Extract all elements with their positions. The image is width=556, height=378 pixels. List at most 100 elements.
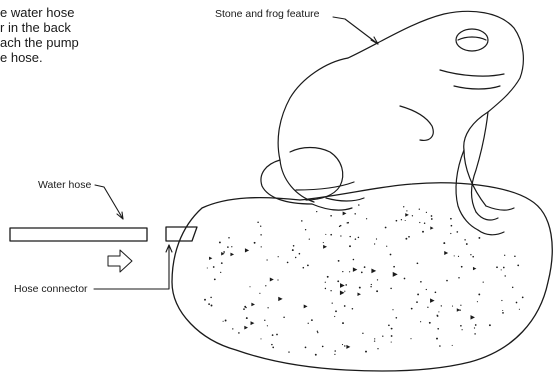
stone-speck-dot [265, 285, 266, 286]
stone-speck-dot [517, 265, 519, 267]
stone-speck-dot [427, 307, 428, 308]
stone-speck-dot [388, 324, 390, 326]
stone-speck-dot [504, 255, 505, 256]
stone-speck-dot [501, 300, 502, 301]
stone-speck-dot [478, 237, 480, 239]
stone-speck-dot [392, 309, 393, 310]
stone-speck-triangle [340, 291, 345, 296]
stone-speck-dot [249, 286, 250, 287]
stone-speck-dot [366, 218, 367, 219]
stone-speck-dot [456, 231, 458, 233]
stone-speck-dot [353, 259, 355, 261]
stone-speck-dot [272, 334, 274, 336]
stone-speck-dot [283, 316, 285, 318]
stone-speck-dot [376, 238, 377, 239]
stone-speck-triangle [346, 345, 350, 349]
stone-speck-dot [452, 345, 453, 346]
stone-speck-triangle [343, 212, 347, 216]
stone-speck-dot [232, 328, 233, 329]
stone-speck-dot [223, 251, 225, 253]
stone-speck-dot [385, 227, 387, 229]
stone-speck-dot [374, 338, 375, 339]
stone-speck-dot [446, 280, 448, 282]
stone-speck-dot [460, 305, 461, 306]
stone-speck-dot [362, 333, 363, 334]
stone-speck-dot [431, 218, 433, 220]
stone-speck-dot [420, 321, 421, 322]
stone-speck-dot [315, 354, 317, 356]
stone-speck-dot [451, 225, 453, 227]
stone-speck-dot [261, 246, 262, 247]
stone-speck-triangle [430, 226, 433, 229]
stone-speck-dot [411, 308, 413, 310]
stone-speck-dot [464, 239, 465, 240]
stone-speck-dot [460, 325, 462, 327]
stone-speck-dot [437, 315, 438, 316]
stone-speck-dot [340, 235, 341, 236]
stone-speck-dot [267, 325, 268, 326]
stone-speck-dot [332, 302, 333, 303]
stone-speck-dot [419, 222, 420, 223]
stone-speck-dot [342, 344, 343, 345]
stone-speck-dot [401, 219, 402, 220]
stone-speck-dot [204, 299, 206, 301]
stone-speck-dot [391, 328, 393, 330]
stone-outline [172, 183, 552, 371]
stone-speck-triangle [340, 283, 345, 288]
stone-speck-dot [359, 287, 361, 289]
stone-speck-dot [458, 277, 460, 279]
stone-speck-dot [475, 324, 477, 326]
stone-speck-dot [238, 332, 240, 334]
stone-speck-dot [435, 291, 437, 293]
stone-speck-dot [322, 346, 324, 348]
leader-hose-connector [94, 245, 172, 289]
stone-speck-dot [344, 305, 346, 307]
stone-speck-triangle [430, 298, 435, 303]
stone-speck-triangle [357, 292, 360, 295]
stone-speck-dot [496, 266, 498, 268]
stone-speck-dot [349, 245, 351, 247]
stone-speck-dot [412, 215, 413, 216]
stone-speck-dot [272, 347, 274, 349]
stone-speck-dot [295, 257, 296, 258]
stone-speck-triangle [323, 245, 327, 249]
stone-speck-dot [317, 332, 318, 333]
stone-speck-triangle [245, 248, 249, 252]
stone-speck-dot [354, 213, 355, 214]
stone-speck-dot [522, 297, 524, 299]
stone-speck-dot [220, 272, 221, 273]
stone-speck-dot [245, 307, 246, 308]
stone-speck-dot [330, 234, 332, 236]
stone-speck-dot [303, 267, 305, 269]
stone-speck-dot [422, 231, 424, 233]
stone-speck-dot [417, 262, 419, 264]
stone-speck-dot [352, 308, 354, 310]
stone-speck-dot [474, 333, 476, 335]
stone-speck-dot [443, 242, 445, 244]
stone-speck-dot [259, 293, 260, 294]
stone-speck-dot [344, 345, 345, 346]
stone-speck-dot [287, 262, 289, 264]
water-hose [10, 228, 147, 241]
stone-speck-dot [210, 297, 212, 299]
stone-speck-dot [257, 222, 259, 224]
stone-speck-dot [419, 209, 420, 210]
stone-speck-dot [335, 310, 337, 312]
stone-speck-triangle [371, 269, 376, 274]
stone-speck-dot [305, 347, 307, 349]
frog-figure [261, 11, 523, 234]
stone-speck-dot [431, 215, 433, 217]
stone-speck-dot [276, 334, 278, 336]
stone-speck-dot [450, 233, 451, 234]
stone-speck-dot [370, 286, 371, 287]
stone-speck-dot [426, 212, 427, 213]
stone-speck-dot [426, 289, 427, 290]
stone-speck-dot [208, 303, 210, 305]
stone-speck-dot [305, 229, 306, 230]
stone-speck-dot [405, 238, 407, 240]
stone-speck-dot [260, 226, 261, 227]
stone-speck-dot [483, 282, 484, 283]
stone-speck-triangle [304, 304, 308, 308]
stone-speck-triangle [405, 213, 409, 217]
